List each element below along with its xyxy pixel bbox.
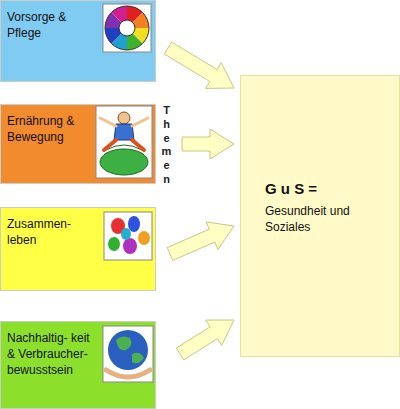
wheel-icon bbox=[103, 4, 151, 52]
theme-box: Zusammen- leben bbox=[0, 207, 156, 291]
block-arrow bbox=[176, 320, 234, 360]
vertical-label: Themen bbox=[161, 104, 172, 187]
box-label: Nachhaltig- keit & Verbraucher- bewussts… bbox=[7, 330, 93, 379]
theme-box: Vorsorge & Pflege bbox=[0, 0, 156, 82]
theme-box: Ernährung & Bewegung bbox=[0, 104, 156, 184]
box-label: Vorsorge & Pflege bbox=[7, 9, 85, 41]
box-label: Gesundheit und Soziales bbox=[265, 203, 385, 235]
hands-icon bbox=[104, 212, 152, 260]
block-arrow bbox=[164, 42, 234, 88]
block-arrow bbox=[182, 129, 234, 159]
box-label: Ernährung & Bewegung bbox=[7, 113, 85, 145]
block-arrow bbox=[167, 222, 234, 261]
topic-box: G u S = Gesundheit und Soziales bbox=[240, 75, 400, 357]
box-label: Zusammen- leben bbox=[7, 216, 85, 248]
topic-heading: G u S = bbox=[265, 180, 385, 197]
theme-box: Nachhaltig- keit & Verbraucher- bewussts… bbox=[0, 321, 156, 409]
person-on-ball-icon bbox=[96, 106, 152, 178]
earth-in-hands-icon bbox=[103, 326, 153, 382]
